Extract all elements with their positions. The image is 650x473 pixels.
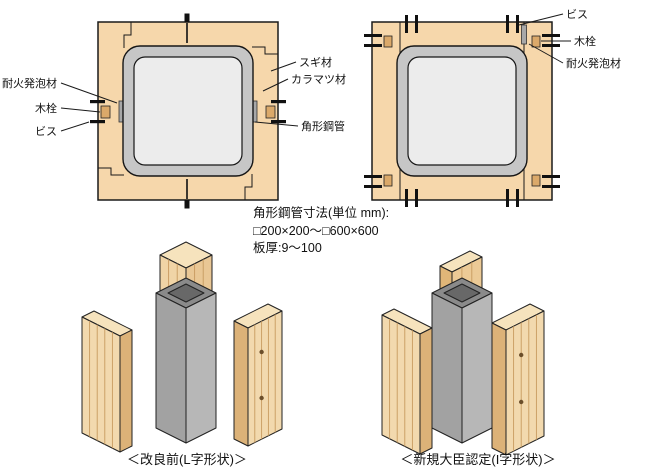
board-joint-line (123, 22, 132, 48)
wood-plug-mark (531, 174, 541, 187)
label-screw-right: ビス (566, 8, 588, 21)
wood-plug-mark (100, 105, 111, 119)
cross-section-right (364, 15, 560, 207)
board-joint-line (98, 167, 124, 176)
wood-plug-dot (259, 349, 264, 355)
screw-mark (271, 120, 286, 124)
label-wood-plug-right: 木栓 (574, 34, 596, 48)
screw-mark (542, 175, 560, 178)
screw-mark (542, 185, 560, 188)
iso-view-right (381, 250, 545, 456)
spec-text-block: 角形鋼管寸法(単位 mm): □200×200～□600×600 板厚:9～10… (253, 205, 389, 255)
steel-tube-bore (407, 56, 517, 166)
wood-plug-mark (265, 105, 276, 119)
wood-plug-dot (519, 399, 524, 405)
screw-mark (415, 189, 418, 207)
label-fire-foam-left: 耐火発泡材 (2, 76, 57, 90)
screw-mark (364, 34, 382, 37)
wood-board-right-face (505, 310, 545, 456)
labels-right-group: ビス 木栓 耐火発泡材 (518, 8, 621, 70)
screw-mark (415, 15, 418, 33)
leader-line (518, 13, 564, 26)
label-screw-left: ビス (35, 125, 57, 138)
steel-column-side (155, 292, 187, 444)
steel-column-side (431, 292, 463, 444)
wood-plug-dot (259, 395, 264, 401)
label-wood-plug-left: 木栓 (35, 101, 57, 115)
wood-plug-mark (383, 174, 393, 187)
cross-section-left (90, 13, 286, 209)
leader-line (528, 43, 564, 64)
screw-mark (271, 100, 286, 104)
screw-mark (542, 44, 560, 47)
iso-view-left (81, 241, 283, 453)
board-joint-line (252, 46, 278, 55)
labels-left-group: 耐火発泡材 木栓 ビス (2, 76, 118, 138)
leader-line (270, 61, 297, 72)
screw-mark (184, 13, 190, 23)
wood-plug-mark (383, 35, 393, 48)
screw-mark (364, 175, 382, 178)
leader-line (254, 121, 299, 127)
caption-right: ＜新規大臣認定(I字形状)＞ (400, 452, 555, 467)
steel-column-bore-top (167, 283, 205, 303)
screw-mark (364, 185, 382, 188)
labels-center-group: スギ材 カラマツ材 角形鋼管 (254, 55, 346, 133)
screw-mark (405, 15, 408, 33)
spec-line-3: 板厚:9～100 (253, 241, 322, 255)
screw-mark (506, 15, 509, 33)
wood-plug-mark (531, 35, 541, 48)
label-fire-foam-right: 耐火発泡材 (566, 56, 621, 70)
screw-mark (90, 120, 105, 124)
leader-line (262, 78, 289, 92)
screw-mark (364, 44, 382, 47)
wood-board-left-face (381, 314, 421, 455)
wood-plank-right-edge (233, 320, 249, 447)
screw-mark (184, 199, 190, 209)
screw-mark (506, 189, 509, 207)
spec-line-1: 角形鋼管寸法(単位 mm): (253, 205, 389, 220)
steel-column-bore-top (443, 283, 481, 303)
leader-line (60, 121, 90, 132)
spec-line-2: □200×200～□600×600 (253, 224, 379, 238)
leader-line (60, 82, 118, 104)
fire-foam-strip (521, 24, 527, 45)
wood-plank-left-edge (119, 329, 133, 453)
leader-line (60, 107, 101, 113)
label-cedar: スギ材 (299, 55, 332, 69)
board-joint-line (244, 174, 253, 200)
screw-mark (516, 189, 519, 207)
wood-board-left-edge (419, 327, 433, 455)
wood-board-right-edge (491, 322, 507, 456)
wood-plank-right-face (247, 310, 283, 447)
screw-mark (405, 189, 408, 207)
label-steel-pipe: 角形鋼管 (301, 119, 345, 133)
screw-mark (90, 100, 105, 104)
wood-plug-dot (519, 352, 524, 358)
wood-plank-left-face (81, 316, 121, 453)
steel-tube-bore (133, 56, 243, 166)
caption-left: ＜改良前(L字形状)＞ (127, 452, 247, 467)
label-larch: カラマツ材 (291, 72, 346, 86)
screw-mark (516, 15, 519, 33)
steel-column-side (461, 292, 493, 444)
steel-column-side (185, 292, 217, 444)
screw-mark (542, 34, 560, 37)
